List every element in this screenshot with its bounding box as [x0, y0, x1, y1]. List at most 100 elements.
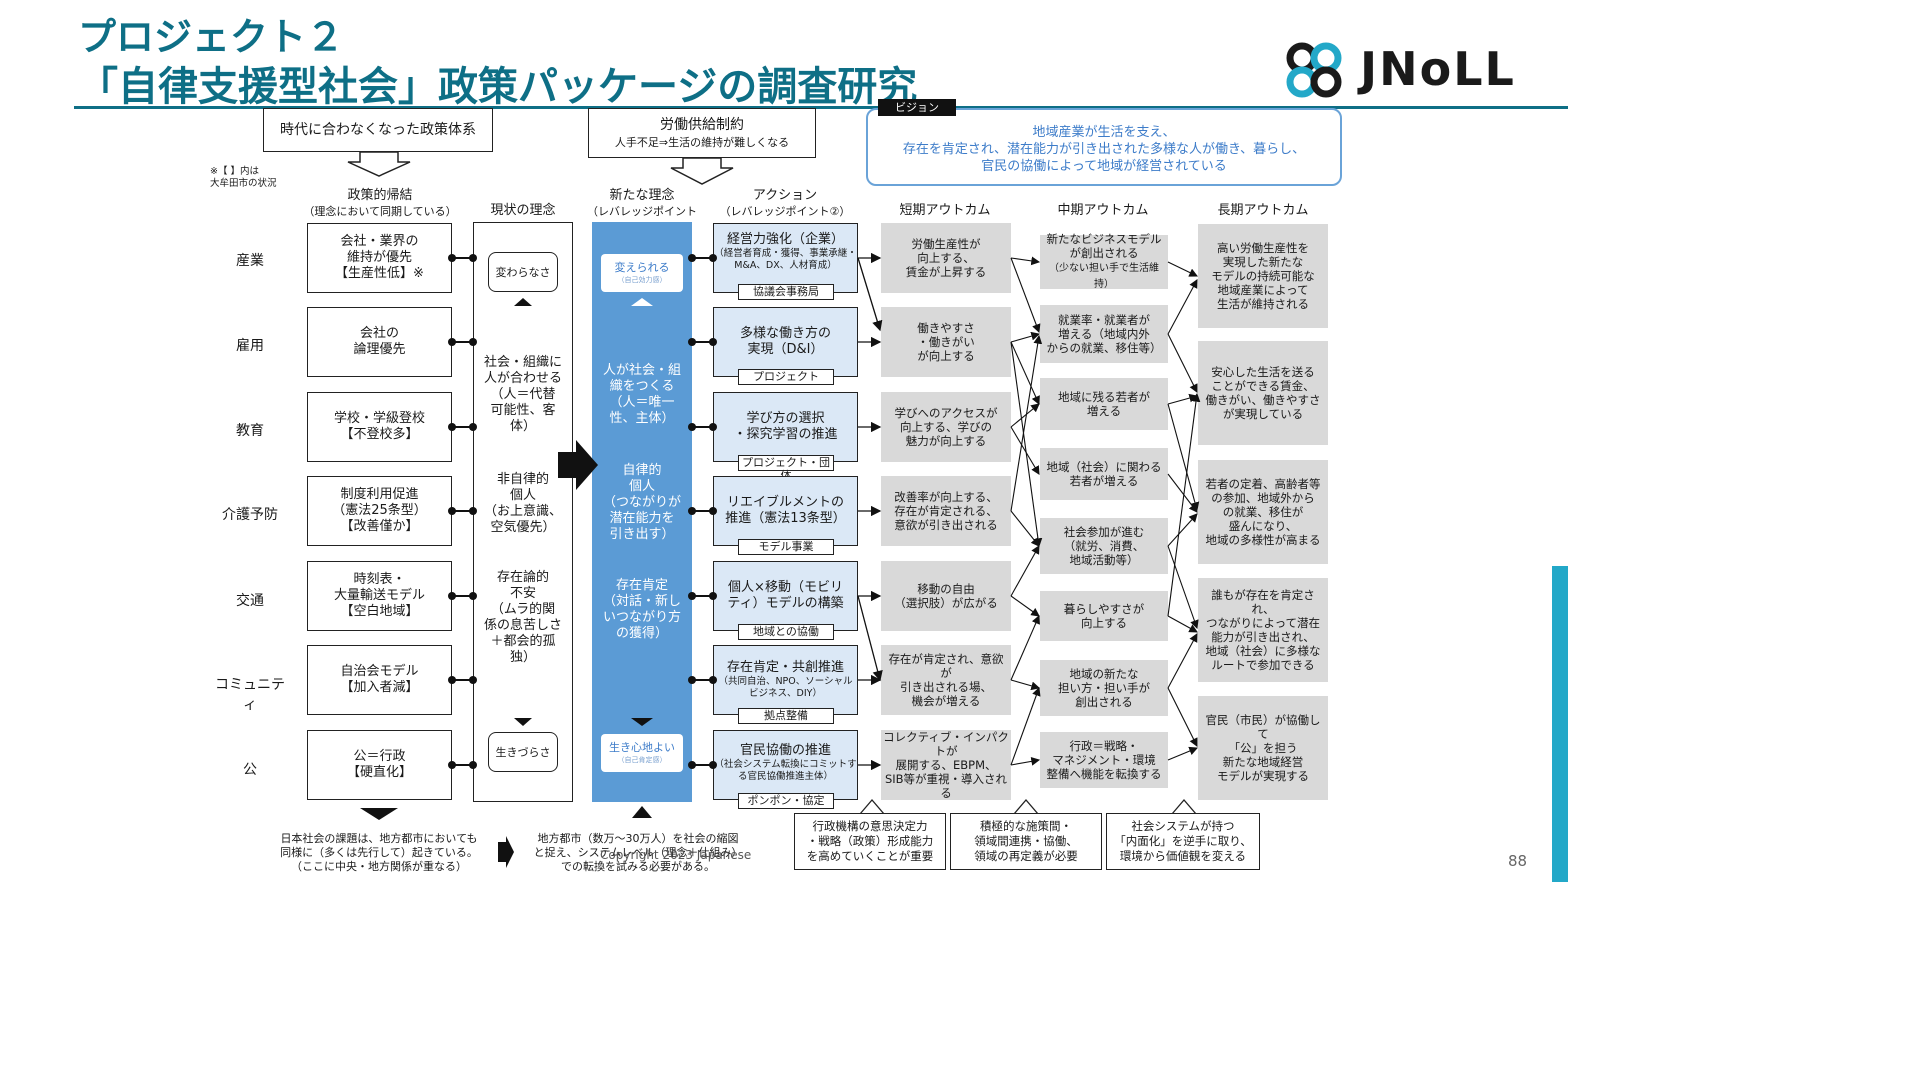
labor-constraint-sub: 人手不足⇒生活の維持が難しくなる: [614, 136, 790, 149]
action-title: 個人×移動（モビリ: [728, 580, 843, 595]
outcome-text: 増える（地域内外: [1058, 327, 1150, 341]
outcome-text: 向上する、学びの: [900, 420, 992, 434]
down-arrow-icon: [360, 808, 398, 820]
outcome-text: 労働生産性が: [911, 237, 981, 251]
long-outcome: 若者の定着、高齢者等の参加、地域外からの就業、移住が盛んになり、地域の多様性が高…: [1198, 460, 1328, 564]
short-outcome: 働きやすさ・働きがいが向上する: [881, 307, 1011, 377]
outcome-text: 整備へ機能を転換する: [1046, 767, 1162, 781]
current-idea-text: 可能性、客: [490, 403, 556, 418]
self-esteem-text: 生き心地よい: [609, 741, 675, 754]
new-idea-block2: 自律的個人（つながりが潜在能力を引き出す）: [594, 463, 690, 543]
outdated-policy-text: 時代に合わなくなった政策体系: [280, 122, 476, 138]
policy-box-transport: 時刻表・大量輸送モデル【空白地域】: [307, 561, 452, 631]
row-label-transport: 交通: [236, 593, 264, 609]
action-title: 実現（D&I）: [747, 342, 824, 357]
new-idea-text: 人が社会・組: [602, 363, 681, 378]
footer-mid-text: 地方都市（数万〜30万人）を社会の縮図と捉え、システムレベル（理念＋仕組み）での…: [520, 832, 756, 874]
new-idea-text: 自律的: [622, 463, 662, 478]
outcome-text: （選択肢）が広がる: [894, 596, 998, 610]
outcome-text: 新たな地域経営: [1222, 755, 1304, 769]
outcome-text: 地域の多様性が高まる: [1205, 533, 1321, 547]
jnoll-logo: JNoLL: [1278, 36, 1560, 104]
callout-arrow-icon: [670, 157, 734, 185]
new-idea-text: （人＝唯一: [609, 395, 675, 410]
vision-box: 地域産業が生活を支え、 存在を肯定され、潜在能力が引き出された多様な人が働き、暮…: [866, 108, 1342, 186]
current-idea-text: 非自律的: [496, 472, 549, 487]
outcome-text: ルートで参加できる: [1211, 658, 1315, 672]
current-idea-block2: 非自律的個人（お上意識、空気優先）: [476, 472, 570, 536]
outcome-text: 地域（社会）に関わる: [1046, 460, 1162, 474]
long-outcome: 官民（市民）が協働して「公」を担う新たな地域経営モデルが実現する: [1198, 696, 1328, 800]
col-head-action-sub: （レバレッジポイント②）: [719, 205, 851, 218]
hardship-label: 生きづらさ: [488, 732, 558, 772]
outcome-text: 誰もが存在を肯定され、: [1211, 588, 1315, 616]
action-sub: （共同自治、NPO、ソーシャルビジネス、DIY）: [718, 676, 853, 699]
policy-text: 会社の: [359, 326, 399, 341]
outcome-text: 増える: [1086, 404, 1122, 418]
legend-note: ※【 】内は 大牟田市の状況: [210, 166, 277, 190]
outcome-text: 実現した新たな: [1222, 255, 1304, 269]
policy-box-public: 公＝行政【硬直化】: [307, 730, 452, 800]
outcome-text: 機会が増える: [911, 694, 981, 708]
page-title-line1: プロジェクト２: [78, 15, 345, 59]
action-tag: プロジェクト: [738, 369, 834, 385]
outcome-text: 就業率・就業者が: [1058, 313, 1150, 327]
current-idea-column: [473, 222, 573, 802]
current-idea-text: 存在論的: [496, 570, 549, 585]
long-outcome: 安心した生活を送ることができる賃金、働きがい、働きやすさが実現している: [1198, 341, 1328, 445]
action-title: 多様な働き方の: [739, 326, 831, 341]
outcome-text: の参加、地域外から: [1211, 491, 1315, 505]
new-idea-text: （つながりが: [602, 495, 681, 510]
outcome-text: 高い労働生産性を: [1217, 241, 1309, 255]
outcome-text: 若者の定着、高齢者等: [1205, 477, 1321, 491]
legend-note-line1: ※【 】内は: [210, 166, 259, 177]
outcome-text: 向上する、: [917, 251, 975, 265]
bottom-note-box: 社会システムが持つ「内面化」を逆手に取り、環境から価値観を変える: [1106, 813, 1260, 870]
current-idea-text: ＋都会的孤: [490, 634, 556, 649]
bottom-note-text: を高めていくことが重要: [806, 849, 934, 863]
mid-outcome: 地域（社会）に関わる若者が増える: [1040, 448, 1168, 500]
policy-text: （憲法25条型）: [332, 503, 427, 518]
bottom-note-text: 領域間連携・協働、: [974, 834, 1078, 848]
col-head-policy-sub: （理念において同期している）: [303, 205, 457, 218]
short-outcome: 学びへのアクセスが向上する、学びの魅力が向上する: [881, 392, 1011, 462]
down-triangle-icon: [514, 718, 532, 726]
outcome-text: ことができる賃金、: [1211, 379, 1315, 393]
outcome-text: 創出される: [1075, 695, 1133, 709]
new-idea-text: 潜在能力を: [609, 511, 675, 526]
self-esteem-sub: （自己肯定感）: [617, 756, 667, 764]
outcome-text: つながりによって潜在: [1205, 616, 1321, 630]
action-box-public-private: 官民協働の推進（社会システム転換にコミットする官民協働推進主体）: [713, 730, 858, 800]
outcome-text: 賃金が上昇する: [905, 265, 987, 279]
vision-line2: 存在を肯定され、潜在能力が引き出された多様な人が働き、暮らし、: [902, 142, 1306, 157]
action-title: 官民協働の推進: [739, 743, 831, 758]
outcome-text: 働きがい、働きやすさ: [1205, 393, 1321, 407]
copyright-text: Copyright 2023 Japanese: [600, 848, 752, 862]
row-label-education: 教育: [236, 423, 264, 439]
action-box-mobility: 個人×移動（モビリティ）モデルの構築: [713, 561, 858, 631]
new-idea-text: （対話・新し: [602, 594, 681, 609]
outcome-text: からの就業、移住等）: [1046, 341, 1162, 355]
row-label-care-prevention: 介護予防: [222, 507, 278, 523]
outcome-text: 引き出される場、: [900, 680, 992, 694]
action-title: 学び方の選択: [746, 411, 825, 426]
row-label-community: コミュニティ: [215, 677, 285, 713]
col-head-short: 短期アウトカム: [899, 203, 991, 218]
up-triangle-icon: [514, 298, 532, 306]
self-efficacy-text: 変えられる: [614, 261, 670, 274]
policy-text: 【空白地域】: [340, 604, 419, 619]
big-right-arrow-icon: [558, 440, 598, 490]
outcome-text: マネジメント・環境: [1052, 753, 1156, 767]
outcome-text: 安心した生活を送る: [1211, 365, 1315, 379]
outcome-text: 学びへのアクセスが: [894, 406, 998, 420]
action-title: ティ）モデルの構築: [727, 596, 844, 611]
current-idea-text: （人＝代替: [490, 387, 556, 402]
action-box-reablement: リエイブルメントの推進（憲法13条型）: [713, 476, 858, 546]
short-outcome: 労働生産性が向上する、賃金が上昇する: [881, 223, 1011, 293]
outcome-text: 存在が肯定される、: [894, 504, 998, 518]
policy-text: 【改善僅か】: [340, 519, 419, 534]
current-idea-text: 独）: [509, 650, 536, 665]
self-efficacy-badge: 変えられる （自己効力感）: [601, 254, 683, 292]
outcome-text: 地域に残る若者が: [1058, 390, 1150, 404]
mid-outcome: 社会参加が進む（就労、消費、地域活動等）: [1040, 518, 1168, 574]
